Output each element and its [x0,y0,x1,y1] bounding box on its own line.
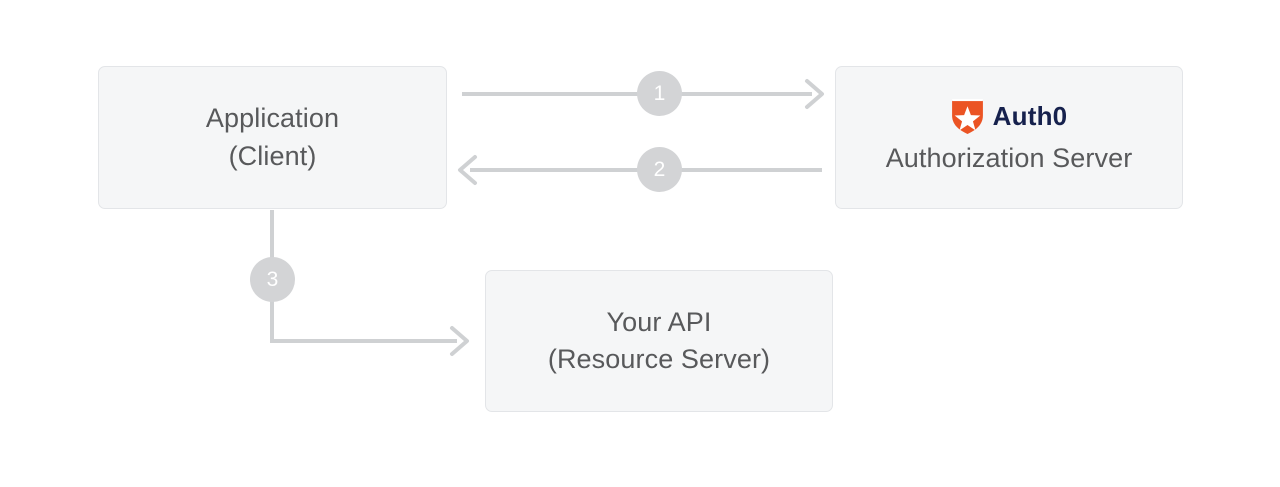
step-badge-2: 2 [637,147,682,192]
step-badge-1: 1 [637,71,682,116]
node-application-label-secondary: (Client) [228,140,317,171]
auth0-brand-name: Auth0 [992,101,1068,132]
node-your-api-label-primary: Your API [606,306,712,337]
node-application-client: Application (Client) [98,66,447,209]
node-application-label-primary: Application [205,103,340,134]
arrow-step-3 [270,210,469,356]
node-authorization-server: Auth0 Authorization Server [835,66,1183,209]
step-badge-3: 3 [250,257,295,302]
auth0-shield-icon [951,98,983,134]
node-your-api-resource-server: Your API (Resource Server) [485,270,833,412]
auth0-brand-lockup: Auth0 [951,98,1068,135]
node-your-api-label-secondary: (Resource Server) [547,344,771,374]
node-authorization-server-label: Authorization Server [885,142,1133,173]
